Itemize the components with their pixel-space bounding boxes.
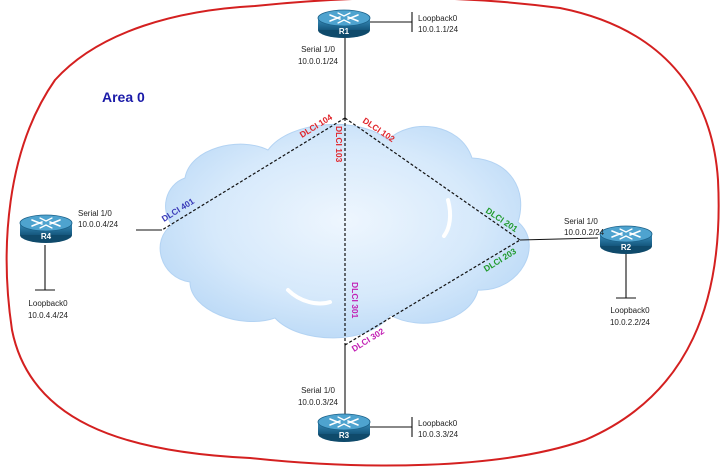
area-label: Area 0 bbox=[102, 89, 145, 105]
dlci-103-label: DLCI 103 bbox=[334, 126, 344, 163]
router-r1-name: R1 bbox=[339, 27, 350, 36]
r2-interface-label: Serial 1/0 bbox=[564, 217, 598, 226]
frame-relay-cloud bbox=[159, 123, 530, 339]
router-r3[interactable]: R3 bbox=[317, 413, 371, 443]
r2-ip-label: 10.0.0.2/24 bbox=[564, 228, 605, 237]
pvc-links bbox=[161, 117, 521, 346]
serial-links bbox=[35, 12, 636, 437]
r1-interface-label: Serial 1/0 bbox=[301, 45, 335, 54]
r4-interface-label: Serial 1/0 bbox=[78, 209, 112, 218]
router-r1[interactable]: R1 bbox=[317, 9, 371, 39]
r3-ip-label: 10.0.0.3/24 bbox=[298, 398, 339, 407]
router-r4[interactable]: R4 bbox=[19, 214, 73, 244]
dlci-301-label: DLCI 301 bbox=[350, 282, 360, 319]
r3-loopback-ip: 10.0.3.3/24 bbox=[418, 430, 459, 439]
router-r3-name: R3 bbox=[339, 431, 350, 440]
r4-ip-label: 10.0.0.4/24 bbox=[78, 220, 119, 229]
area-0-boundary bbox=[5, 0, 720, 467]
r4-loopback-name: Loopback0 bbox=[28, 299, 68, 308]
r3-interface-label: Serial 1/0 bbox=[301, 386, 335, 395]
r1-ip-label: 10.0.0.1/24 bbox=[298, 57, 339, 66]
r1-loopback-ip: 10.0.1.1/24 bbox=[418, 25, 459, 34]
r3-loopback-name: Loopback0 bbox=[418, 419, 458, 428]
r2-loopback-ip: 10.0.2.2/24 bbox=[610, 318, 651, 327]
r2-loopback-name: Loopback0 bbox=[610, 306, 650, 315]
r4-loopback-ip: 10.0.4.4/24 bbox=[28, 311, 69, 320]
r1-loopback-name: Loopback0 bbox=[418, 14, 458, 23]
router-r4-name: R4 bbox=[41, 232, 52, 241]
router-r2[interactable]: R2 bbox=[599, 225, 653, 255]
router-r2-name: R2 bbox=[621, 243, 632, 252]
